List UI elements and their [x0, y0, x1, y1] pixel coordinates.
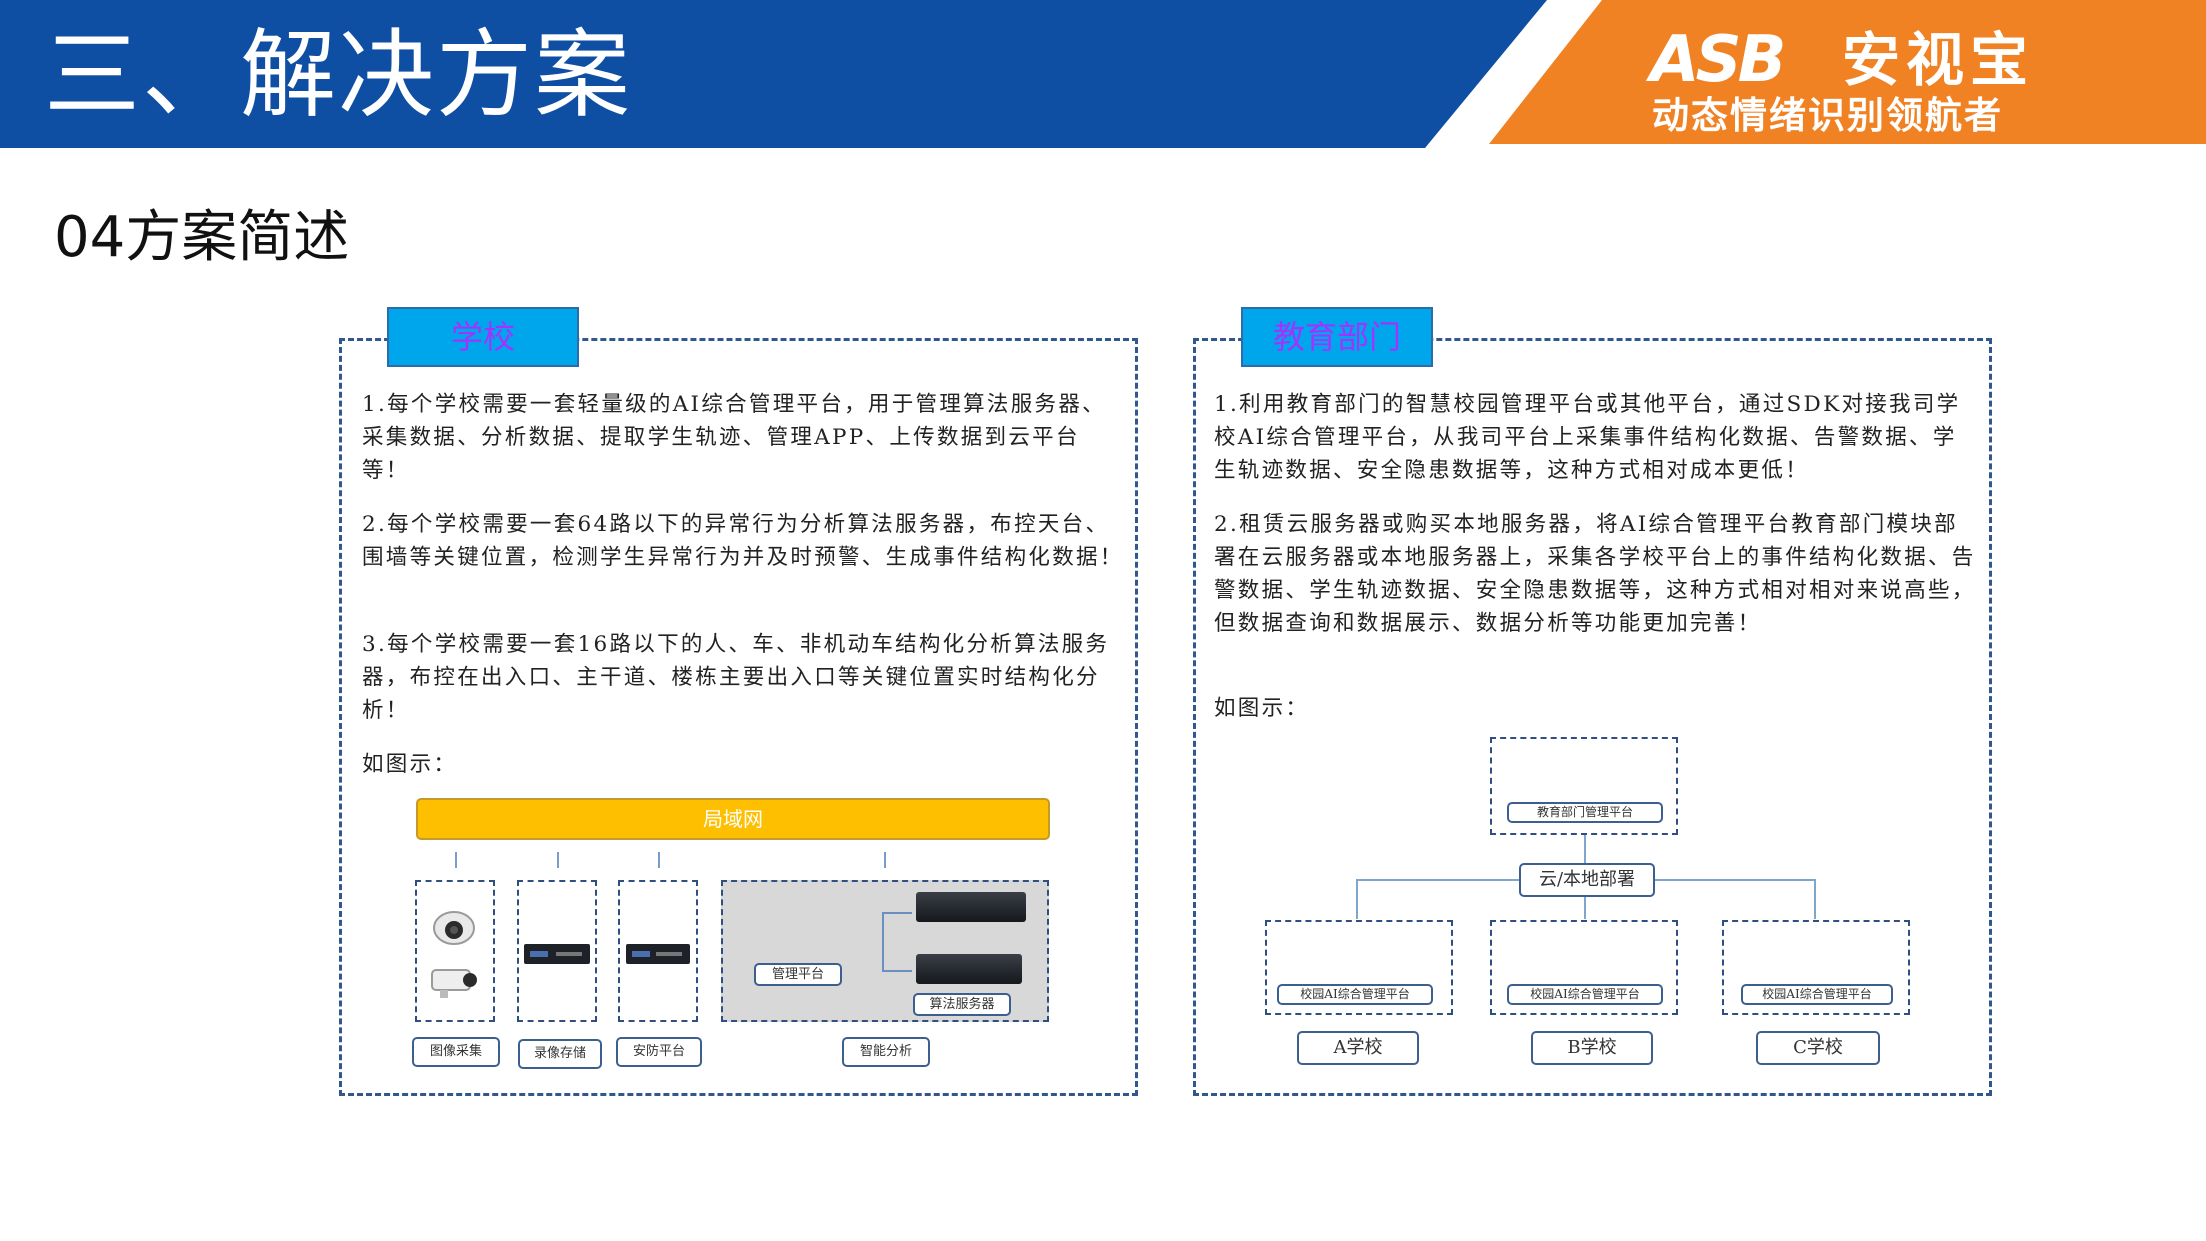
bracket-line: [882, 970, 912, 972]
edu-panel-tab: 教育部门: [1241, 307, 1433, 367]
security-platform-label: 安防平台: [616, 1037, 702, 1067]
connector-line: [884, 852, 886, 868]
section-subtitle: 04方案简述: [54, 205, 350, 270]
lan-bar: 局域网: [416, 798, 1050, 840]
image-capture-label: 图像采集: [412, 1037, 500, 1067]
header-banner-blue: [0, 0, 1547, 148]
school-paragraph-1: 1.每个学校需要一套轻量级的AI综合管理平台，用于管理算法服务器、采集数据、分析…: [362, 392, 1106, 483]
deploy-label: 云/本地部署: [1519, 863, 1655, 897]
management-platform-label: 管理平台: [754, 963, 842, 986]
connector-line: [1356, 879, 1519, 881]
logo-slogan: 动态情绪识别领航者: [1652, 94, 2003, 137]
school-a-label: A学校: [1297, 1031, 1419, 1065]
connector-line: [1584, 835, 1586, 863]
school-panel-tab: 学校: [387, 307, 579, 367]
school-paragraph-2: 2.每个学校需要一套64路以下的异常行为分析算法服务器，布控天台、围墙等关键位置…: [362, 512, 1124, 570]
server-icon: [916, 892, 1026, 922]
camera-box: [415, 880, 495, 1022]
connector-line: [1814, 879, 1816, 919]
security-device-icon: [626, 944, 690, 964]
school-b-label: B学校: [1531, 1031, 1653, 1065]
edu-paragraph-1: 1.利用教育部门的智慧校园管理平台或其他平台，通过SDK对接我司学校AI综合管理…: [1214, 392, 1961, 483]
server-icon: [916, 954, 1022, 984]
campus-platform-label-c: 校园AI综合管理平台: [1741, 984, 1893, 1005]
edu-platform-label: 教育部门管理平台: [1507, 802, 1663, 823]
connector-line: [557, 852, 559, 868]
school-panel: [339, 338, 1138, 1096]
connector-line: [455, 852, 457, 868]
bracket-line: [882, 912, 884, 972]
recording-storage-label: 录像存储: [518, 1039, 602, 1069]
school-paragraph-3: 3.每个学校需要一套16路以下的人、车、非机动车结构化分析算法服务器，布控在出入…: [362, 632, 1110, 723]
campus-platform-label-a: 校园AI综合管理平台: [1277, 984, 1433, 1005]
brand-logo: ASB 安视宝 动态情绪识别领航者: [1650, 18, 2050, 138]
campus-box-a: [1265, 920, 1453, 1015]
connector-line: [1655, 879, 1815, 881]
connector-line: [658, 852, 660, 868]
recorder-box: [517, 880, 597, 1022]
page-title: 三、解决方案: [44, 19, 632, 131]
header-banner-orange: [1489, 0, 2206, 144]
edu-see-figure: 如图示：: [1214, 696, 1310, 721]
logo-mark: ASB: [1650, 23, 1786, 97]
campus-box-c: [1722, 920, 1910, 1015]
security-platform-box: [618, 880, 698, 1022]
logo-name: 安视宝: [1842, 26, 2035, 94]
campus-platform-label-b: 校园AI综合管理平台: [1507, 984, 1663, 1005]
campus-box-b: [1490, 920, 1678, 1015]
bullet-camera-icon: [431, 969, 477, 998]
school-c-label: C学校: [1756, 1031, 1880, 1065]
edu-platform-box: [1490, 737, 1678, 835]
bracket-line: [882, 912, 912, 914]
edu-paragraph-2: 2.租赁云服务器或购买本地服务器，将AI综合管理平台教育部门模块部署在云服务器或…: [1214, 512, 1976, 636]
edu-panel: [1193, 338, 1992, 1096]
algorithm-server-label: 算法服务器: [913, 993, 1011, 1016]
connector-line: [1356, 879, 1358, 919]
school-see-figure: 如图示：: [362, 752, 458, 777]
smart-analysis-label: 智能分析: [842, 1037, 930, 1067]
recorder-device-icon: [524, 944, 590, 964]
dome-camera-icon: [433, 911, 475, 945]
connector-line: [1584, 897, 1586, 919]
